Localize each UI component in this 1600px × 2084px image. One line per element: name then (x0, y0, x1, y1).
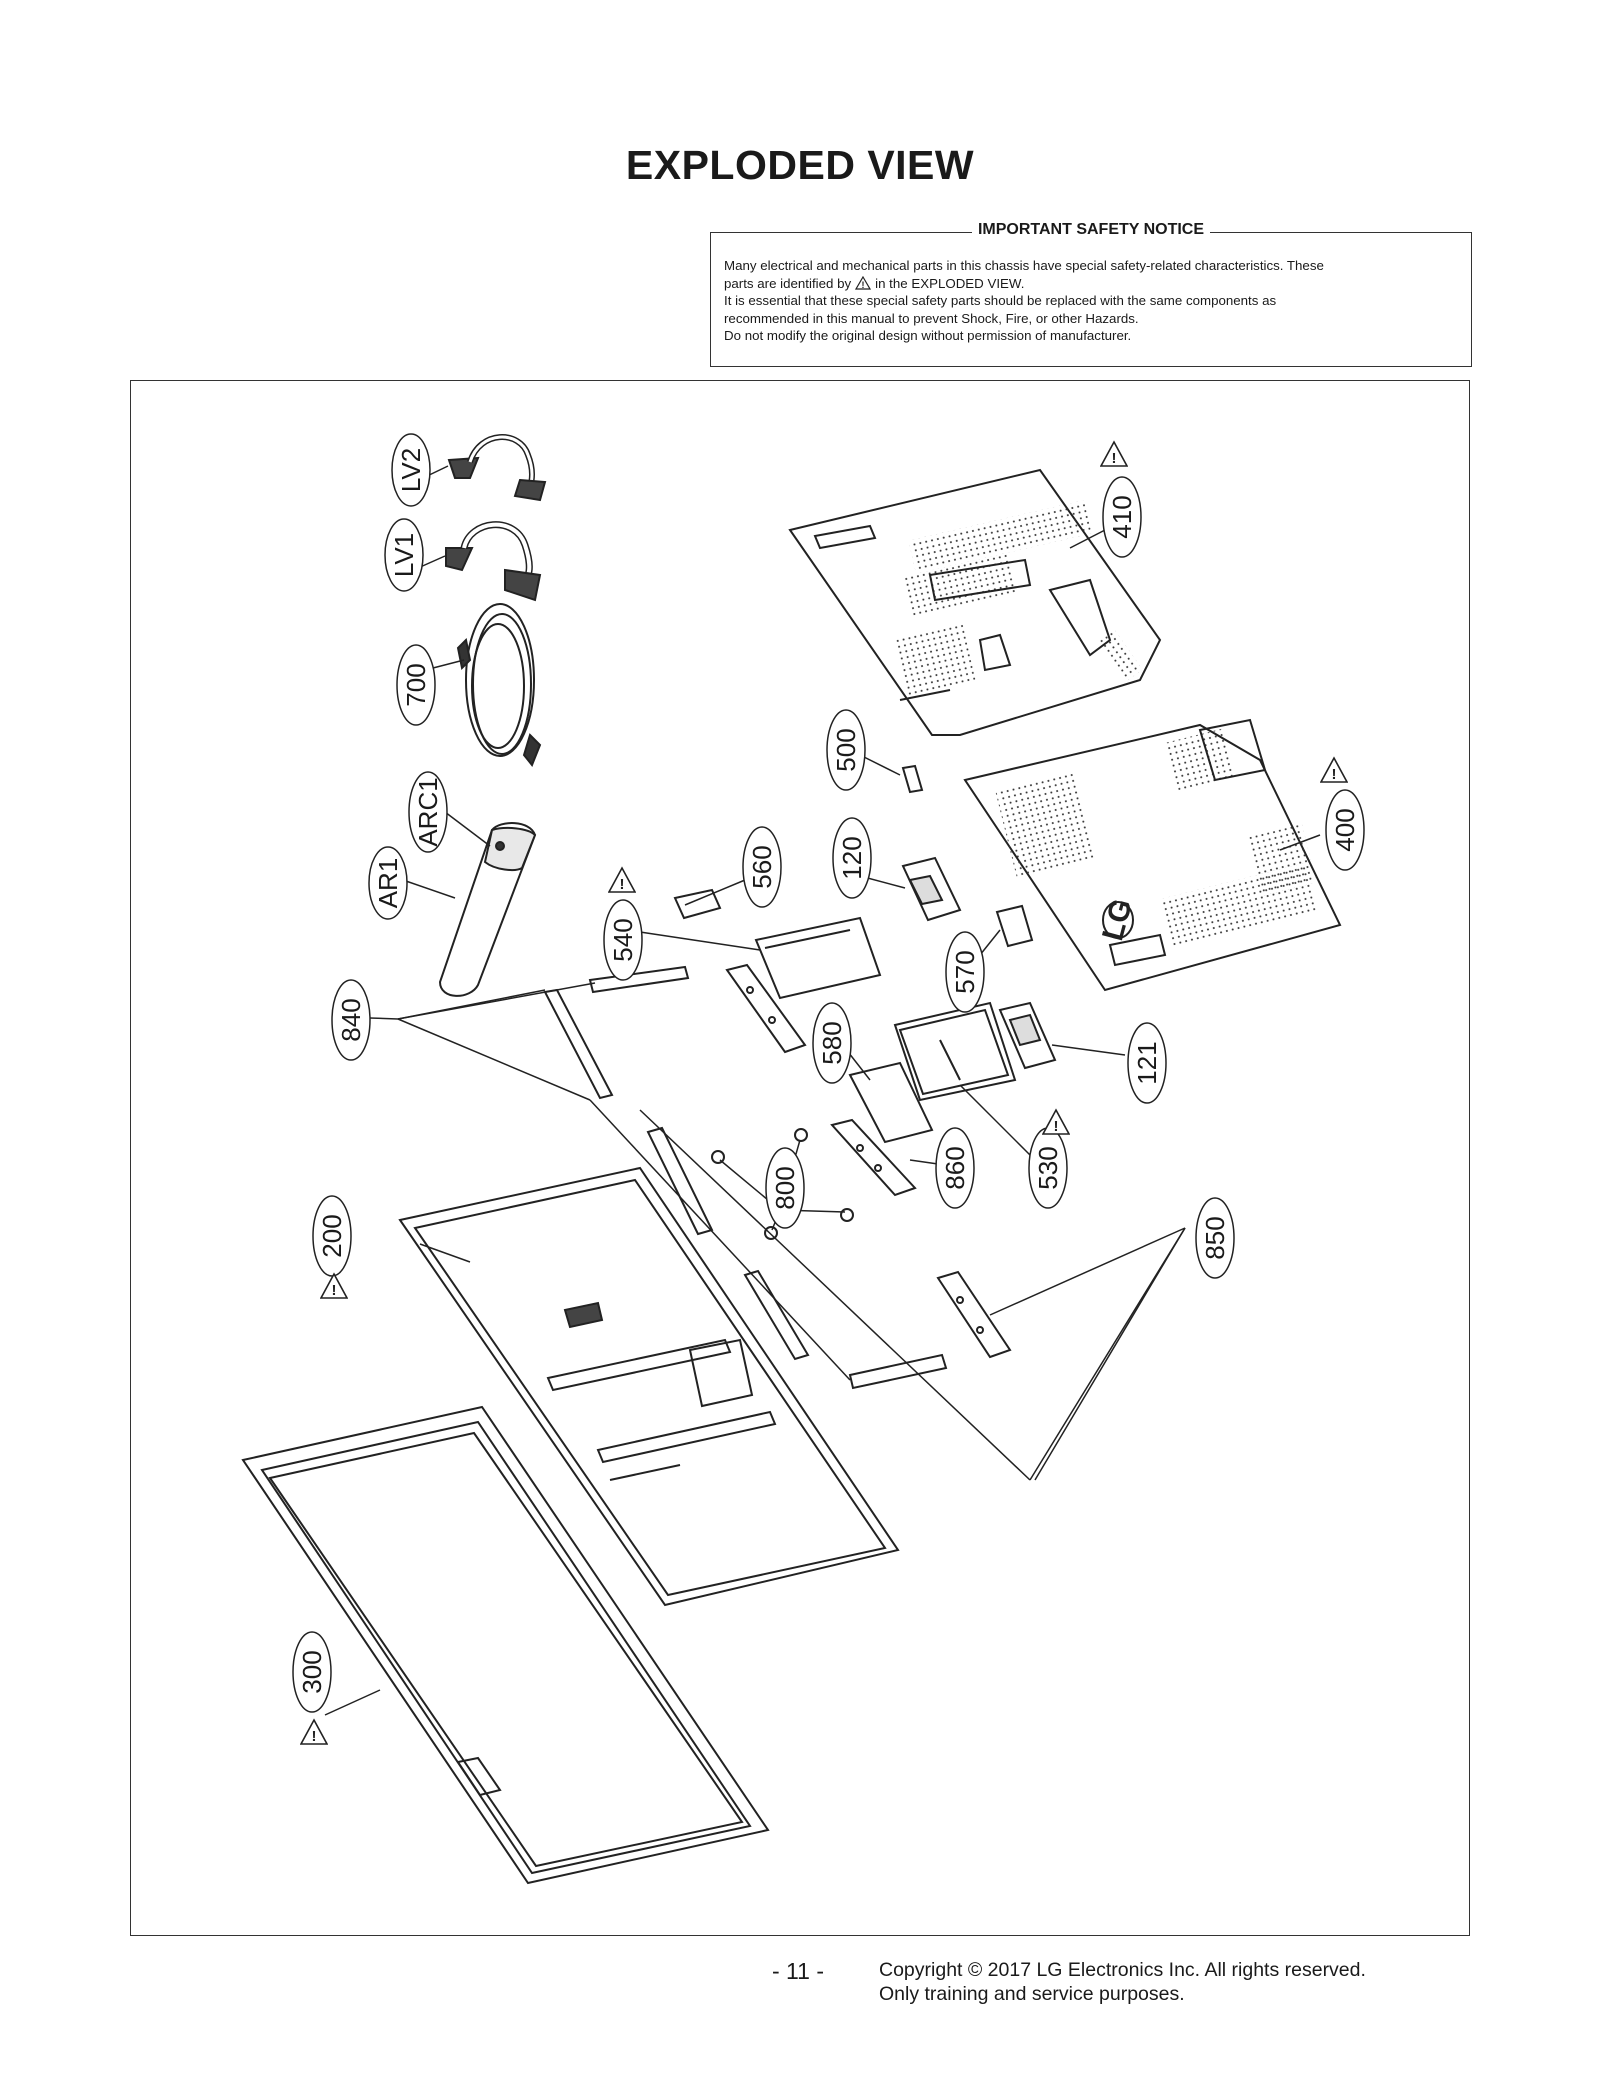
bracket-left (725, 963, 807, 1054)
notice-line-2: parts are identified by! in the EXPLODED … (724, 275, 1458, 293)
warning-triangle-icon (608, 867, 636, 894)
callout-560-label: 560 (747, 845, 777, 888)
callout-lv2-label: LV2 (396, 448, 426, 492)
notice-line-2-start: parts are identified by (724, 275, 852, 291)
notice-line-3: It is essential that these special safet… (724, 293, 1277, 308)
callout-200-label: 200 (317, 1214, 347, 1257)
callout-410: 410 (1102, 476, 1142, 558)
main-board-540 (754, 916, 882, 1000)
callout-120: 120 (832, 817, 872, 899)
callout-700: 700 (396, 644, 436, 726)
callout-500-label: 500 (831, 728, 861, 771)
callout-lv2: LV2 (391, 433, 431, 507)
callout-840-label: 840 (336, 998, 366, 1041)
remote-control-ar1 (438, 822, 537, 997)
copyright-line-1: Copyright © 2017 LG Electronics Inc. All… (879, 1959, 1366, 1981)
warning-triangle-icon: ! (855, 275, 872, 290)
callout-200: 200 (312, 1195, 352, 1277)
callout-580-label: 580 (817, 1021, 847, 1064)
callout-300: 300 (292, 1631, 332, 1713)
notice-body: Many electrical and mechanical parts in … (724, 257, 1458, 345)
callout-850: 850 (1195, 1197, 1235, 1279)
notice-line-2-end: in the EXPLODED VIEW. (875, 275, 1025, 291)
callout-300-label: 300 (297, 1650, 327, 1693)
page-number: - 11 - (772, 1958, 824, 1984)
chassis-frame-200 (398, 1166, 900, 1607)
callout-410-label: 410 (1107, 495, 1137, 538)
callout-540-label: 540 (608, 918, 638, 961)
bracket-860 (830, 1118, 917, 1197)
warning-triangle-icon (1100, 441, 1128, 468)
callout-570: 570 (945, 931, 985, 1013)
back-cover-400: LG (963, 718, 1342, 992)
power-board-530 (893, 1001, 1017, 1102)
callout-120-label: 120 (837, 836, 867, 879)
callout-850-label: 850 (1200, 1216, 1230, 1259)
warning-triangle-icon (320, 1273, 348, 1300)
callout-ar1-label: AR1 (373, 858, 403, 909)
callout-840: 840 (331, 979, 371, 1061)
notice-line-5: Do not modify the original design withou… (724, 328, 1132, 343)
leader-lines (324, 465, 1321, 1716)
bracket-500 (901, 764, 924, 794)
copyright-line-2: Only training and service purposes. (879, 1983, 1185, 2005)
safety-notice: IMPORTANT SAFETY NOTICE Many electrical … (710, 221, 1472, 367)
callout-arc1-label: ARC1 (413, 777, 443, 846)
callout-121-label: 121 (1132, 1041, 1162, 1084)
bracket-580 (848, 1061, 934, 1144)
callout-lv1-label: LV1 (389, 533, 419, 577)
callout-860-label: 860 (940, 1146, 970, 1189)
callout-540: 540 (603, 899, 643, 981)
back-cover-410 (788, 468, 1162, 736)
warning-triangle-icon (1320, 757, 1348, 784)
notice-line-4: recommended in this manual to prevent Sh… (724, 310, 1139, 326)
callout-860: 860 (935, 1127, 975, 1209)
callout-400-label: 400 (1330, 808, 1360, 851)
brackets-840 (543, 965, 948, 1390)
callout-560: 560 (742, 826, 782, 908)
notice-line-1: Many electrical and mechanical parts in … (724, 258, 1324, 273)
callout-800: 800 (765, 1147, 805, 1229)
svg-text:!: ! (862, 280, 865, 290)
callout-400: 400 (1325, 789, 1365, 871)
callout-121: 121 (1127, 1022, 1167, 1104)
lvds-cable-lv2 (447, 434, 547, 502)
callout-lv1: LV1 (384, 518, 424, 592)
bracket-850 (936, 1270, 1012, 1359)
power-cord-700 (456, 603, 542, 767)
warning-triangle-icon (300, 1719, 328, 1746)
diagram-frame (130, 380, 1470, 1936)
screws-800 (711, 1128, 854, 1240)
callout-800-label: 800 (770, 1166, 800, 1209)
board-120 (901, 856, 962, 922)
warning-triangle-icon (1042, 1109, 1070, 1136)
board-560 (673, 888, 722, 920)
notice-heading: IMPORTANT SAFETY NOTICE (971, 221, 1211, 238)
callout-570-label: 570 (950, 950, 980, 993)
copyright: Copyright © 2017 LG Electronics Inc. All… (879, 1958, 1366, 2006)
callout-500: 500 (826, 709, 866, 791)
callout-ar1: AR1 (368, 846, 408, 920)
callout-530: 530 (1028, 1127, 1068, 1209)
callout-700-label: 700 (401, 663, 431, 706)
callout-530-label: 530 (1033, 1146, 1063, 1189)
page-title: EXPLODED VIEW (625, 142, 975, 188)
board-570 (995, 904, 1034, 948)
callouts: LV2 LV1 700 ARC1 AR1 840 200 300 410 400… (292, 433, 1365, 1713)
front-bezel-300 (241, 1405, 770, 1885)
callout-arc1: ARC1 (408, 771, 448, 853)
lvds-cable-lv1 (445, 521, 542, 602)
board-121 (998, 1001, 1057, 1070)
callout-580: 580 (812, 1002, 852, 1084)
